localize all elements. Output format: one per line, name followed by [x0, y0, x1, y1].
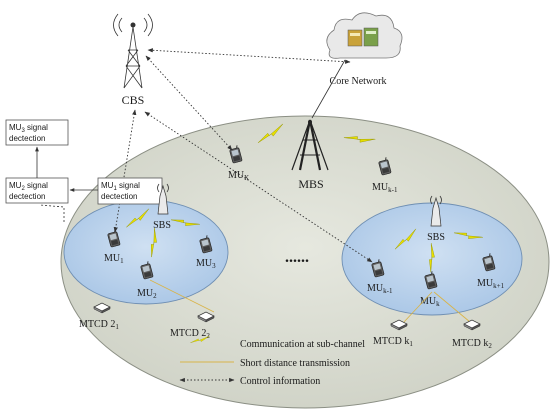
mu1-label: MU1 [104, 253, 124, 265]
mtcd21-label: MTCD 21 [79, 319, 119, 331]
muK-label: MUK [228, 170, 249, 182]
legend-item-subchannel: Communication at sub-channel [240, 339, 365, 350]
mtcdk2-label: MTCD k2 [452, 338, 492, 350]
legend-item-short-distance: Short distance transmission [240, 358, 350, 369]
mu1-detection-text: MU1 signal [101, 181, 140, 192]
core-network-label: Core Network [330, 76, 387, 87]
control-link-cbs-core [147, 48, 351, 64]
mtcdk1-label: MTCD k1 [373, 336, 413, 348]
arrow-left-cell-to-box [39, 204, 65, 222]
mtcd22-label: MTCD 22 [170, 328, 210, 340]
core-mbs-link [311, 59, 346, 119]
cbs-label: CBS [122, 93, 145, 107]
legend: Communication at sub-channel Short dista… [179, 336, 365, 387]
mu2-detection-text-2: dectection [9, 192, 45, 201]
mu1-detection-box [97, 177, 163, 205]
mukp1-label: MUk+1 [477, 278, 505, 290]
short-link-muk-mtcdk1 [403, 291, 433, 323]
short-link-mu2-mtcd22 [149, 279, 215, 313]
sbs-right-label: SBS [427, 232, 445, 243]
mu3-detection-text-2: dectection [9, 134, 45, 143]
mu2-detection-text: MU2 signal [9, 181, 48, 192]
short-link-muk-mtcdk2 [433, 291, 471, 323]
mu1-detection-text-2: dectection [101, 192, 137, 201]
sbs-left-icon [157, 183, 169, 215]
mu3-detection-text: MU3 signal [9, 123, 48, 134]
mbs-label: MBS [298, 177, 323, 191]
mu2-label: MU2 [137, 288, 157, 300]
mu2-detection-box [5, 177, 69, 204]
mu3-label: MU3 [196, 258, 216, 270]
cbs-tower-icon [113, 13, 153, 89]
muk-label: MUk [420, 296, 440, 308]
sbs-left-label: SBS [153, 220, 171, 231]
muk1-label: MUk-1 [372, 182, 398, 194]
ellipsis-more-cells: ...... [285, 249, 309, 266]
core-network-cloud-icon [326, 12, 403, 59]
sbs-right-icon [430, 195, 442, 227]
mukm1-label: MUk-1 [367, 283, 393, 295]
legend-item-control: Control information [240, 376, 320, 387]
mu3-detection-box [5, 119, 69, 146]
